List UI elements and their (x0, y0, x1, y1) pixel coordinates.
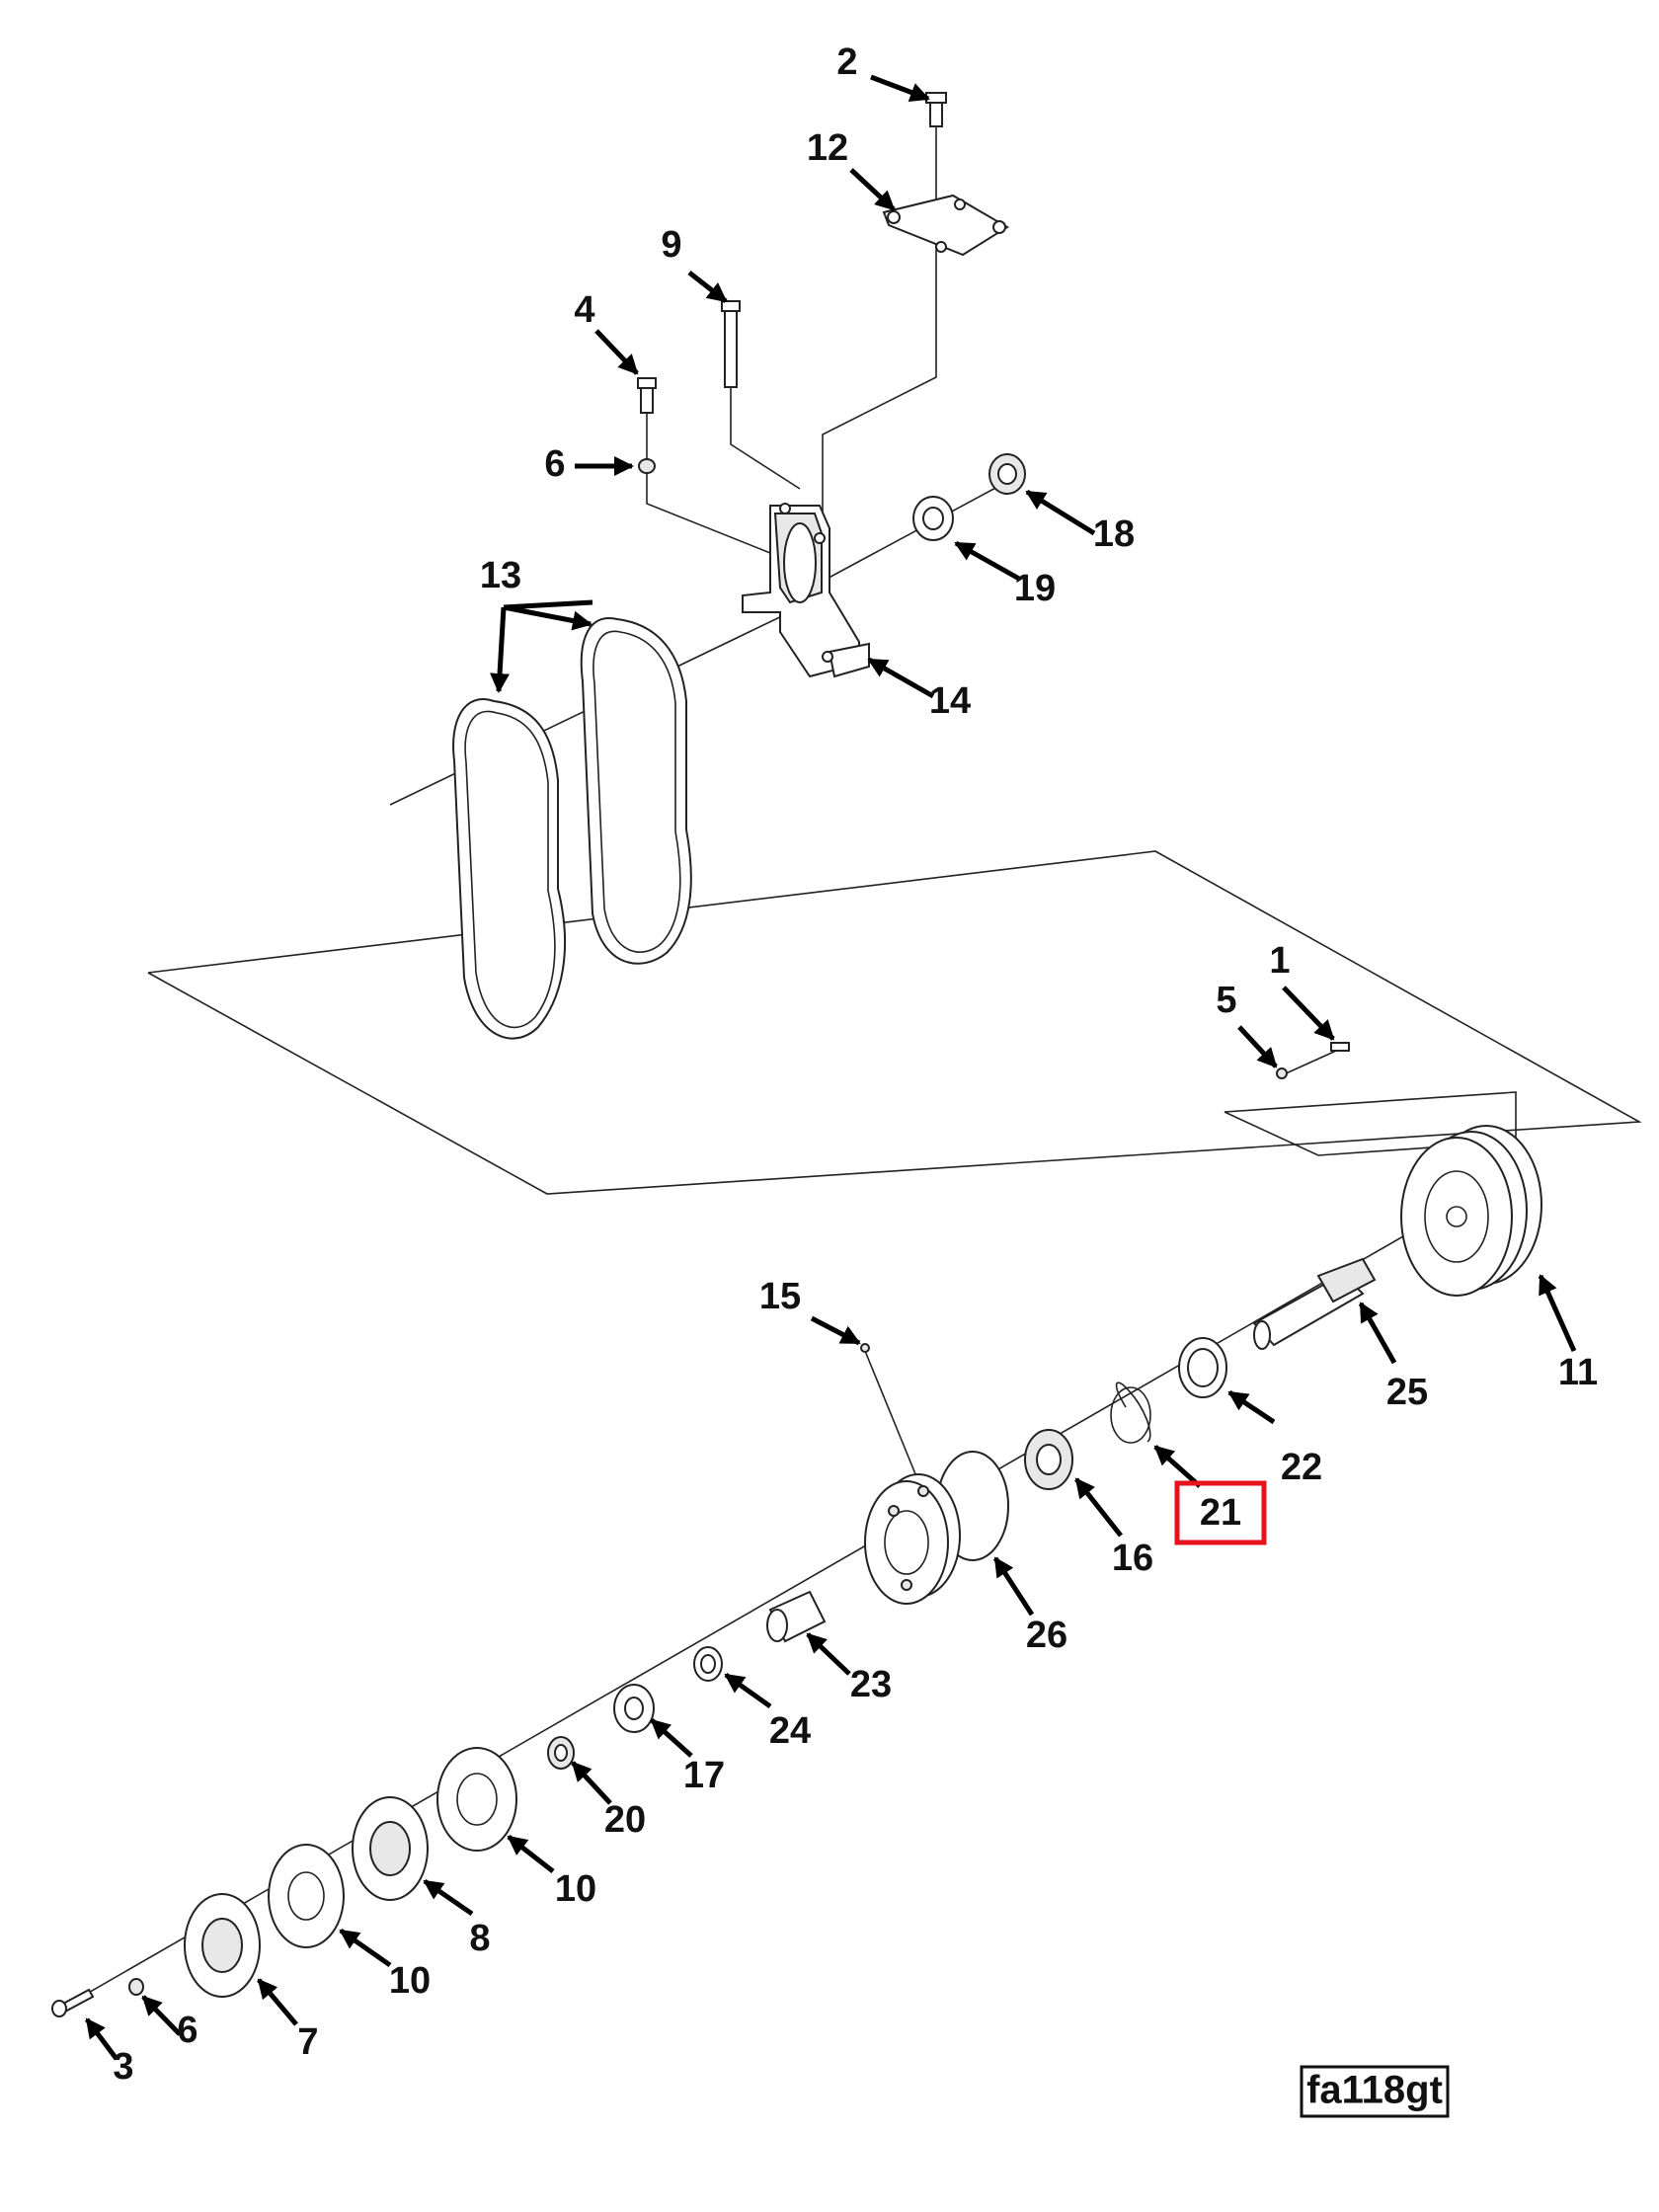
part-sleeve-23 (766, 1590, 827, 1643)
part-snap-ring-21 (1110, 1382, 1151, 1444)
part-flange-8 (352, 1796, 429, 1901)
callout-5: 5 (1216, 980, 1236, 1021)
callout-20: 20 (604, 1799, 646, 1841)
part-bracket-14 (742, 503, 870, 678)
callout-23: 23 (850, 1664, 892, 1705)
callout-16: 16 (1112, 1538, 1153, 1579)
part-bearing-16 (1024, 1429, 1073, 1490)
part-washer-17 (613, 1684, 655, 1733)
callout-labels: 2 12 9 4 6 13 18 19 14 1 5 11 25 22 15 1… (113, 41, 1598, 2088)
callout-18: 18 (1093, 514, 1135, 555)
part-gasket-10-upper (436, 1747, 517, 1852)
part-washer-19 (912, 496, 954, 541)
part-seal-22 (1178, 1337, 1227, 1398)
part-nut-20 (547, 1736, 575, 1770)
figure-id-box: fa118gt (1300, 2065, 1450, 2118)
callout-3: 3 (113, 2046, 133, 2088)
assembly-plane (147, 850, 1642, 1195)
callout-6-top: 6 (544, 443, 565, 485)
callout-6-bottom: 6 (177, 2010, 198, 2051)
part-bearing-18 (988, 453, 1026, 495)
part-screw-15 (860, 1343, 870, 1353)
highlighted-callout-21: 21 (1174, 1480, 1267, 1545)
callout-9: 9 (661, 224, 681, 266)
callout-10-upper: 10 (555, 1868, 596, 1910)
part-bolt-3 (51, 1988, 95, 2017)
callout-arrows (85, 74, 1577, 2061)
callout-2: 2 (836, 41, 857, 83)
callout-17: 17 (683, 1755, 725, 1796)
callout-7: 7 (297, 2021, 318, 2063)
part-gasket-10-lower (268, 1844, 345, 1948)
part-small-1 (1330, 1042, 1350, 1052)
part-plate-12 (882, 194, 1009, 257)
part-housing-26 (864, 1451, 1009, 1605)
part-belts-13 (452, 616, 692, 1040)
part-cover-7 (184, 1893, 261, 1998)
callout-10-lower: 10 (389, 1960, 431, 2002)
callout-8: 8 (469, 1918, 490, 1959)
part-pulley-11 (1400, 1125, 1542, 1297)
callout-25: 25 (1386, 1372, 1428, 1413)
part-bolt-2 (925, 92, 947, 127)
part-bolt-9 (721, 300, 741, 388)
part-small-5 (1276, 1067, 1288, 1079)
callout-12: 12 (807, 127, 848, 169)
part-bolt-4 (637, 377, 657, 414)
figure-id: fa118gt (1306, 2069, 1443, 2112)
callout-15: 15 (759, 1276, 801, 1317)
part-shaft-25 (1252, 1257, 1377, 1350)
callout-1: 1 (1269, 940, 1290, 982)
callout-19: 19 (1014, 568, 1056, 609)
part-washer-6-bottom (128, 1978, 144, 1996)
part-washer-6-top (638, 458, 656, 474)
part-washer-24 (693, 1646, 723, 1682)
callout-26: 26 (1026, 1615, 1067, 1656)
callout-14: 14 (929, 680, 971, 722)
callout-22: 22 (1281, 1447, 1322, 1488)
callout-4: 4 (574, 289, 594, 331)
callout-21: 21 (1200, 1492, 1241, 1534)
callout-24: 24 (769, 1710, 811, 1752)
callout-13: 13 (480, 555, 521, 596)
callout-11: 11 (1558, 1352, 1598, 1393)
